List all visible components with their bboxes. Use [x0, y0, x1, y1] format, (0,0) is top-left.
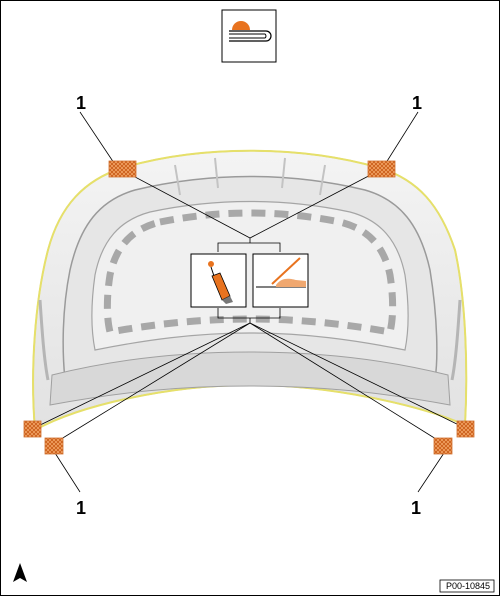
callout-bottom-left: 1 — [76, 498, 86, 518]
reference-code-box — [439, 579, 495, 593]
marker-top-right — [367, 160, 396, 178]
hood-edge-section-icon — [221, 9, 277, 63]
marker-bottom-right-outer — [456, 420, 475, 438]
marker-top-left — [108, 160, 137, 178]
callout-top-right: 1 — [412, 93, 422, 113]
marker-bottom-left-outer — [23, 420, 42, 438]
leader-lines — [33, 111, 466, 493]
marker-bottom-left-inner — [44, 437, 64, 455]
marker-bottom-right-inner — [433, 437, 453, 455]
callout-bottom-right: 1 — [411, 498, 421, 518]
reference-code: P00-10845 — [446, 581, 490, 591]
hood-panel — [32, 149, 468, 432]
direction-arrow-icon — [13, 563, 27, 582]
callout-top-left: 1 — [76, 93, 86, 113]
pen-applicator-icon — [190, 253, 247, 308]
adhesive-line-icon — [252, 253, 309, 308]
